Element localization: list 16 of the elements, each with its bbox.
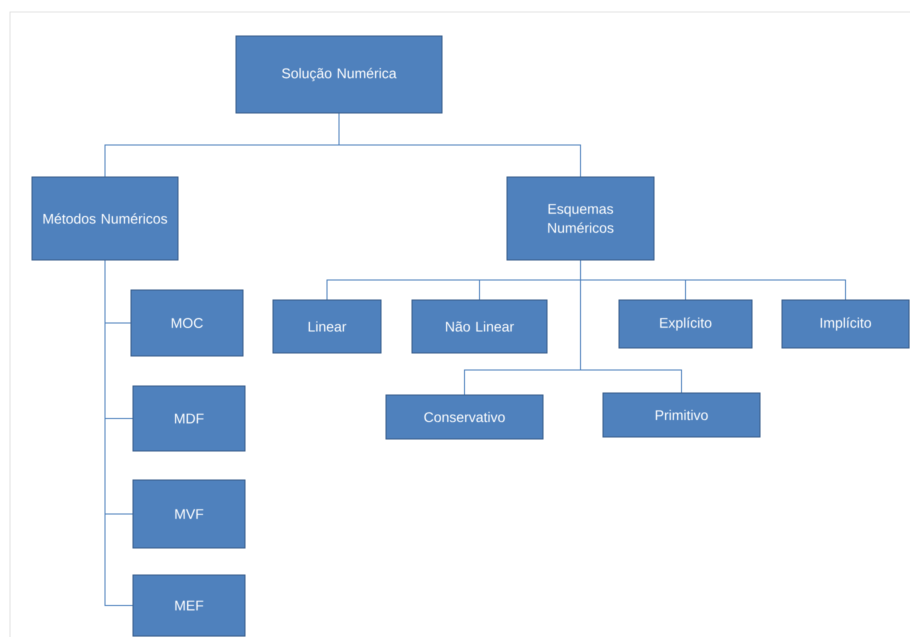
process-box: Linear bbox=[272, 300, 382, 354]
process-box: Implícito bbox=[782, 300, 910, 348]
connector-line bbox=[104, 260, 133, 606]
process-box: Não Linear bbox=[412, 300, 548, 354]
process-box: MDF bbox=[132, 386, 246, 452]
process-box: Métodos Numéricos bbox=[32, 176, 178, 260]
process-box: Explícito bbox=[618, 300, 752, 348]
connector-line bbox=[338, 113, 581, 177]
process-box: MOC bbox=[130, 290, 244, 356]
process-box: MVF bbox=[132, 480, 246, 548]
process-box: MEF bbox=[132, 574, 246, 636]
connector-line bbox=[580, 260, 682, 393]
process-box: Solução Numérica bbox=[236, 36, 442, 114]
process-box: Conservativo bbox=[386, 394, 544, 440]
process-box: Primitivo bbox=[602, 392, 760, 438]
process-box: Esquemas Numéricos bbox=[506, 176, 654, 260]
